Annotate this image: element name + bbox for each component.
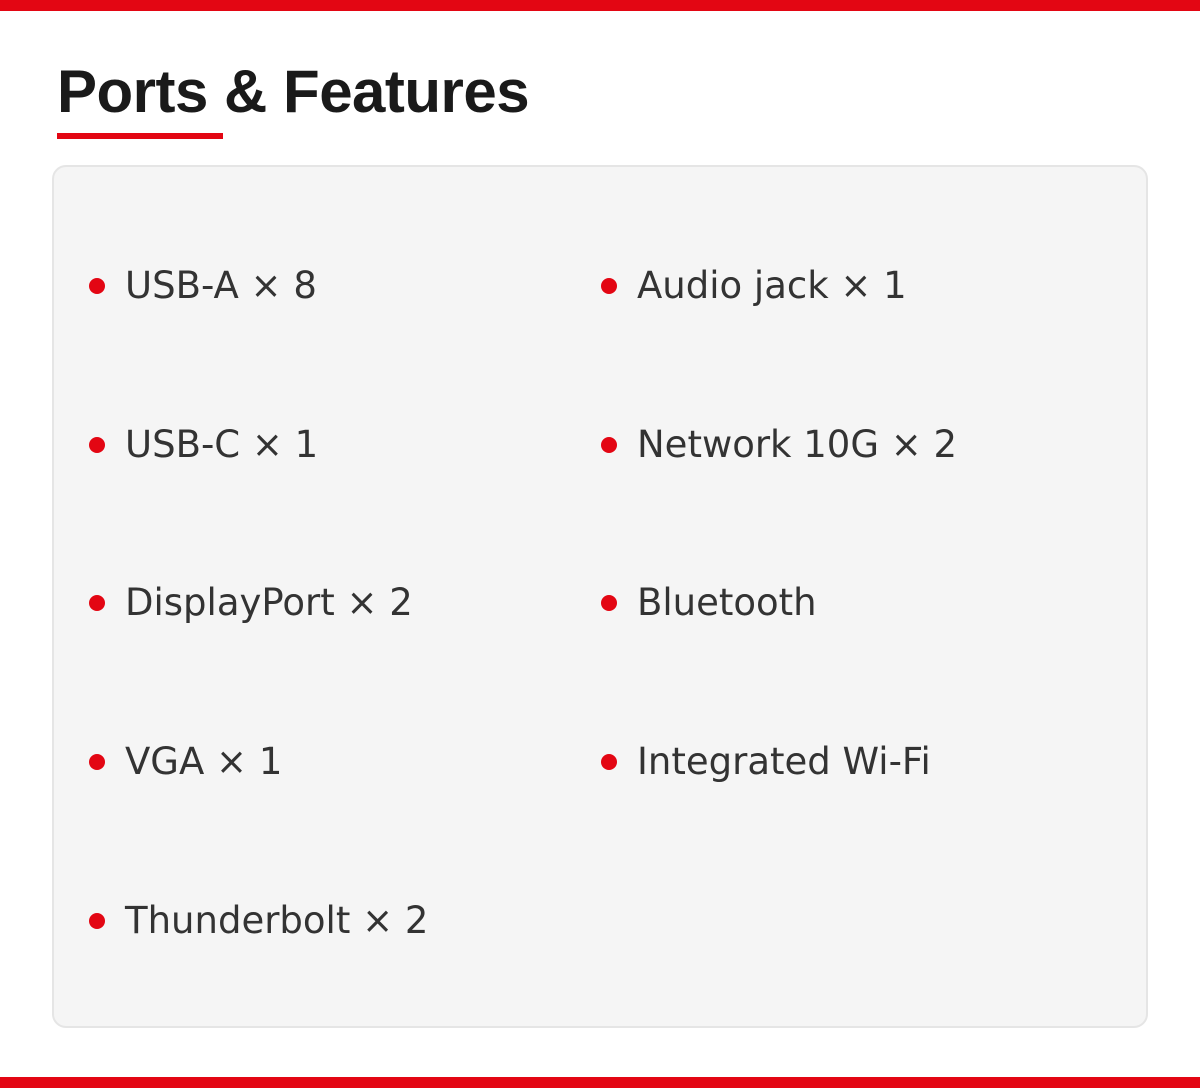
feature-label: USB-A × 8 xyxy=(125,264,317,307)
feature-label: DisplayPort × 2 xyxy=(125,581,413,624)
title-underline xyxy=(57,133,223,139)
feature-label: USB-C × 1 xyxy=(125,423,319,466)
bullet-dot-icon xyxy=(89,913,105,929)
feature-label: Thunderbolt × 2 xyxy=(125,899,429,942)
bullet-dot-icon xyxy=(89,278,105,294)
feature-label: Network 10G × 2 xyxy=(637,423,958,466)
bullet-dot-icon xyxy=(601,754,617,770)
features-panel: USB-A × 8 USB-C × 1 DisplayPort × 2 VGA … xyxy=(52,165,1148,1028)
feature-label: Bluetooth xyxy=(637,581,817,624)
bottom-accent-bar xyxy=(0,1077,1200,1088)
bullet-dot-icon xyxy=(601,595,617,611)
bullet-dot-icon xyxy=(89,754,105,770)
feature-label: Integrated Wi-Fi xyxy=(637,740,931,783)
bullet-dot-icon xyxy=(89,595,105,611)
bullet-dot-icon xyxy=(601,437,617,453)
feature-label: Audio jack × 1 xyxy=(637,264,907,307)
top-accent-bar xyxy=(0,0,1200,11)
page-title: Ports & Features xyxy=(57,58,530,125)
bullet-dot-icon xyxy=(601,278,617,294)
bullet-dot-icon xyxy=(89,437,105,453)
feature-label: VGA × 1 xyxy=(125,740,283,783)
